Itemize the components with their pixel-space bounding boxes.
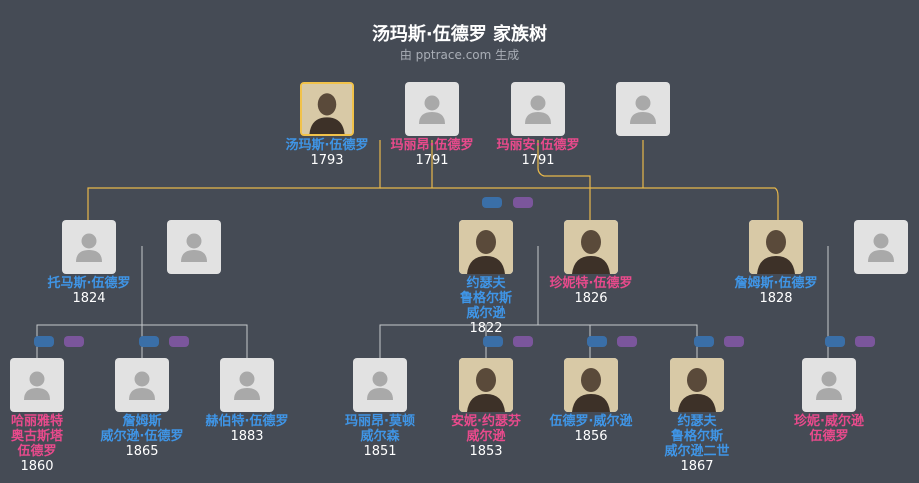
portrait-photo[interactable] [564, 358, 618, 412]
relationship-badge-icon[interactable] [855, 336, 875, 347]
person-node[interactable] [586, 82, 700, 136]
birth-year: 1791 [521, 153, 555, 168]
relationship-badge-icon[interactable] [169, 336, 189, 347]
person-name: 安妮·约瑟芬威尔逊 [451, 414, 521, 444]
person-name: 詹姆斯·伍德罗 [734, 276, 818, 291]
relationship-badge-icon[interactable] [513, 197, 533, 208]
person-name: 哈丽雅特奥古斯塔伍德罗 [10, 414, 63, 459]
avatar-icon[interactable] [353, 358, 407, 412]
person-name: 玛丽昂·莫顿威尔森 [345, 414, 415, 444]
birth-year: 1793 [310, 153, 344, 168]
avatar-icon[interactable] [220, 358, 274, 412]
person-name: 珍妮·威尔逊伍德罗 [794, 414, 864, 444]
person-name: 约瑟夫鲁格尔斯威尔逊二世 [664, 414, 730, 459]
relationship-badge-icon[interactable] [513, 336, 533, 347]
person-name: 托马斯·伍德罗 [47, 276, 131, 291]
person-node[interactable] [824, 220, 919, 274]
page-title: 汤玛斯·伍德罗 家族树 [371, 24, 548, 45]
portrait-photo[interactable] [670, 358, 724, 412]
relationship-badge-icon[interactable] [587, 336, 607, 347]
relationship-badge-icon[interactable] [139, 336, 159, 347]
person-name: 玛丽昂·伍德罗 [390, 138, 474, 153]
birth-year: 1860 [20, 459, 54, 474]
portrait-photo[interactable] [300, 82, 354, 136]
relationship-badge-icon[interactable] [617, 336, 637, 347]
avatar-icon[interactable] [167, 220, 221, 274]
avatar-icon[interactable] [405, 82, 459, 136]
birth-year: 1826 [574, 291, 608, 306]
avatar-icon[interactable] [62, 220, 116, 274]
person-name: 玛丽安·伍德罗 [496, 138, 580, 153]
avatar-icon[interactable] [511, 82, 565, 136]
relationship-badge-icon[interactable] [482, 197, 502, 208]
person-node[interactable] [137, 220, 251, 274]
avatar-icon[interactable] [115, 358, 169, 412]
birth-year: 1828 [759, 291, 793, 306]
person-name: 约瑟夫鲁格尔斯威尔逊 [459, 276, 512, 321]
relationship-badge-icon[interactable] [483, 336, 503, 347]
birth-year: 1883 [230, 429, 264, 444]
birth-year: 1791 [415, 153, 449, 168]
person-name: 珍妮特·伍德罗 [549, 276, 633, 291]
relationship-badge-icon[interactable] [724, 336, 744, 347]
avatar-icon[interactable] [616, 82, 670, 136]
avatar-icon[interactable] [802, 358, 856, 412]
person-name: 汤玛斯·伍德罗 [285, 138, 369, 153]
birth-year: 1853 [469, 444, 503, 459]
person-node[interactable]: 珍妮·威尔逊伍德罗 [772, 358, 886, 444]
birth-year: 1856 [574, 429, 608, 444]
person-name: 伍德罗·威尔逊 [549, 414, 633, 429]
birth-year: 1822 [469, 321, 503, 336]
relationship-badge-icon[interactable] [34, 336, 54, 347]
portrait-photo[interactable] [749, 220, 803, 274]
avatar-icon[interactable] [854, 220, 908, 274]
portrait-photo[interactable] [459, 220, 513, 274]
relationship-badge-icon[interactable] [825, 336, 845, 347]
birth-year: 1824 [72, 291, 106, 306]
birth-year: 1851 [363, 444, 397, 459]
person-name: 詹姆斯威尔逊·伍德罗 [100, 414, 184, 444]
avatar-icon[interactable] [10, 358, 64, 412]
page-subtitle: 由 pptrace.com 生成 [399, 48, 520, 62]
birth-year: 1867 [680, 459, 714, 474]
relationship-badge-icon[interactable] [64, 336, 84, 347]
relationship-badge-icon[interactable] [694, 336, 714, 347]
birth-year: 1865 [125, 444, 159, 459]
portrait-photo[interactable] [564, 220, 618, 274]
person-name: 赫伯特·伍德罗 [205, 414, 289, 429]
portrait-photo[interactable] [459, 358, 513, 412]
